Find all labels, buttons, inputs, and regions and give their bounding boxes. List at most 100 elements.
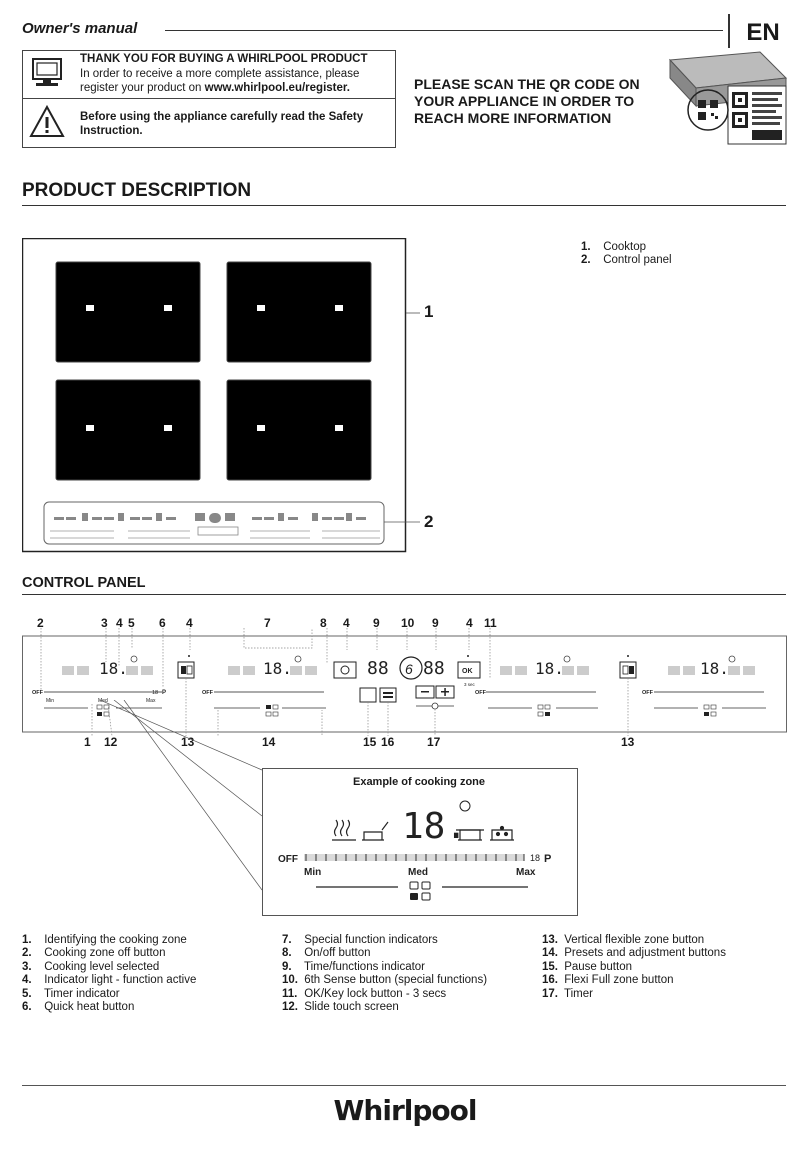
timer-icon — [459, 800, 471, 812]
boil-icon — [490, 825, 514, 841]
legend-column-3: 13. Vertical flexible zone button 14. Pr… — [542, 934, 792, 1001]
callout-14: 14 — [262, 735, 276, 749]
lang-divider — [728, 14, 730, 48]
callout-9b: 9 — [432, 616, 439, 630]
list-item: 1. Cooktop — [581, 241, 647, 253]
svg-text:Med: Med — [408, 867, 428, 878]
callout-13b: 13 — [621, 735, 635, 749]
simmer-icon — [456, 829, 484, 841]
svg-text:88: 88 — [367, 658, 389, 679]
control-panel-diagram: 18. OFF 18 P Min Med Max 18. OFF 88 6 88… — [22, 628, 787, 736]
callout-4d: 4 — [466, 616, 473, 630]
callout-4c: 4 — [343, 616, 350, 630]
legend-column-1: 1. Identifying the cooking zone 2. Cooki… — [22, 934, 272, 1014]
svg-text:18.: 18. — [700, 659, 729, 678]
list-item: 17. Timer — [542, 987, 593, 1000]
svg-text:Min: Min — [46, 698, 54, 704]
svg-text:Max: Max — [516, 867, 536, 878]
list-item: 14. Presets and adjustment buttons — [542, 947, 726, 960]
callout-11: 11 — [484, 616, 497, 630]
callout-3: 3 — [101, 616, 108, 630]
thanks-title: THANK YOU FOR BUYING A WHIRLPOOL PRODUCT — [80, 53, 368, 65]
callout-8: 8 — [320, 616, 327, 630]
section-rule — [22, 594, 786, 595]
appliance-label-illustration — [668, 51, 788, 145]
list-item: 7. Special function indicators — [282, 934, 438, 946]
svg-text:Max: Max — [146, 698, 156, 704]
callout-9: 9 — [373, 616, 380, 630]
callout-cooktop: 1 — [424, 302, 434, 321]
list-item: 12. Slide touch screen — [282, 1001, 399, 1014]
list-item: 9. Time/functions indicator — [282, 960, 426, 973]
svg-text:Min: Min — [304, 867, 321, 878]
svg-text:18.: 18. — [402, 806, 467, 847]
svg-text:18.: 18. — [263, 659, 292, 678]
list-item: 13. Vertical flexible zone button — [542, 934, 705, 946]
cooking-zone — [55, 261, 372, 481]
header-rule — [165, 30, 723, 31]
list-item: 2. Control panel — [581, 254, 672, 267]
svg-text:18: 18 — [530, 853, 540, 863]
callout-7: 7 — [264, 616, 271, 630]
info-box-divider — [22, 98, 395, 99]
manual-title: Owner's manual — [22, 20, 138, 37]
callout-4b: 4 — [186, 616, 193, 630]
svg-text:OFF: OFF — [278, 854, 298, 865]
callout-10: 10 — [401, 616, 415, 630]
svg-text:3 sec: 3 sec — [464, 682, 476, 687]
svg-text:OFF: OFF — [642, 690, 654, 696]
register-link[interactable]: www.whirlpool.eu/register. — [204, 82, 350, 94]
safety-notice: Before using the appliance carefully rea… — [80, 111, 364, 137]
callout-12: 12 — [104, 735, 118, 749]
svg-text:P: P — [162, 690, 166, 696]
zone-level-display: 18. — [99, 659, 128, 678]
svg-text:P: P — [544, 853, 551, 865]
list-item: 3. Cooking level selected — [22, 960, 160, 973]
example-title: Example of cooking zone — [352, 776, 486, 788]
brand-logo: Whirlpool — [333, 1094, 478, 1127]
svg-text:18.: 18. — [535, 659, 564, 678]
svg-text:OFF: OFF — [475, 690, 487, 696]
list-item: 10. 6th Sense button (special functions) — [282, 974, 488, 987]
callout-control-panel: 2 — [424, 512, 434, 531]
product-parts-list: 1. Cooktop 2. Control panel — [581, 241, 672, 268]
callout-17: 17 — [427, 735, 441, 749]
callout-5: 5 — [128, 616, 135, 630]
callout-2: 2 — [37, 616, 44, 630]
list-item: 15. Pause button — [542, 960, 632, 973]
list-item: 16. Flexi Full zone button — [542, 974, 674, 987]
callout-15: 15 — [363, 735, 377, 749]
example-cooking-zone: 18. OFF 18 P Min Med Max — [278, 800, 551, 901]
svg-text:OFF: OFF — [202, 690, 214, 696]
callout-13: 13 — [181, 735, 195, 749]
list-item: 2. Cooking zone off button — [22, 947, 166, 960]
svg-text:88: 88 — [423, 658, 445, 679]
language-code: EN — [732, 18, 794, 48]
list-item: 6. Quick heat button — [22, 1001, 135, 1014]
callout-4: 4 — [116, 616, 123, 630]
legend-column-2: 7. Special function indicators 8. On/off… — [282, 934, 532, 1014]
section-rule — [22, 205, 786, 206]
svg-text:OK: OK — [462, 668, 473, 675]
svg-text:6: 6 — [405, 661, 413, 677]
footer-rule — [22, 1085, 786, 1086]
list-item: 1. Identifying the cooking zone — [22, 934, 187, 946]
callout-1: 1 — [84, 735, 91, 749]
list-item: 8. On/off button — [282, 947, 371, 960]
melt-icon — [362, 821, 389, 841]
cooktop-diagram — [22, 238, 420, 553]
example-box — [262, 768, 578, 916]
keep-warm-icon — [332, 819, 356, 841]
svg-text:OFF: OFF — [32, 690, 44, 696]
monitor-icon — [32, 58, 62, 86]
list-item: 4. Indicator light - function active — [22, 974, 197, 987]
callout-16: 16 — [381, 735, 395, 749]
callout-6: 6 — [159, 616, 166, 630]
list-item: 11. OK/Key lock button - 3 secs — [282, 987, 447, 1000]
qr-instruction: PLEASE SCAN THE QR CODE ON YOUR APPLIANC… — [414, 76, 640, 126]
warning-icon — [29, 104, 65, 137]
svg-text:18: 18 — [152, 690, 158, 696]
product-description-title: PRODUCT DESCRIPTION — [22, 180, 252, 201]
thanks-text: In order to receive a more complete assi… — [80, 68, 360, 94]
control-panel-title: CONTROL PANEL — [22, 575, 146, 591]
